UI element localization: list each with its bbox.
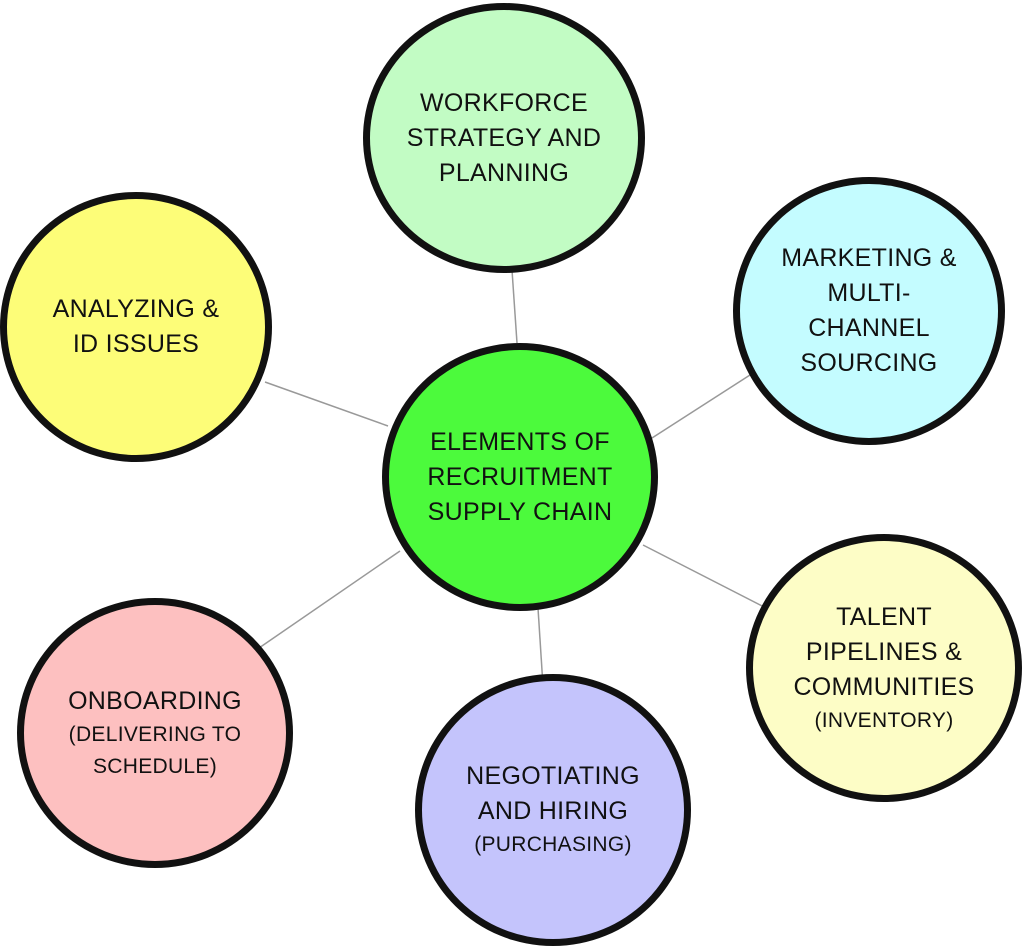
node-text-line: MARKETING & (781, 244, 957, 272)
connector-center-negotiating (537, 607, 544, 687)
connector-center-strategy (511, 269, 518, 344)
node-text-line: PLANNING (438, 158, 570, 187)
node-subtext: (INVENTORY) (814, 708, 954, 732)
node-text-line: ELEMENTS OF (430, 427, 610, 456)
node-text-line: ANALYZING & (52, 295, 220, 323)
node-marketing-sourcing-label: MARKETING & MULTI- CHANNEL SOURCING (781, 241, 957, 381)
node-onboarding: ONBOARDING (DELIVERING TO SCHEDULE) (17, 598, 293, 868)
connector-center-talent (642, 544, 771, 611)
node-center-label: ELEMENTS OF RECRUITMENT SUPPLY CHAIN (427, 425, 612, 530)
connector-center-marketing (651, 374, 751, 439)
node-analyzing-issues-label: ANALYZING & ID ISSUES (53, 292, 220, 362)
node-negotiating-hiring-label: NEGOTIATING AND HIRING (PURCHASING) (466, 759, 640, 861)
node-text-line: COMMUNITIES (793, 672, 975, 701)
node-text-line: ONBOARDING (68, 686, 242, 715)
node-subtext: SCHEDULE) (92, 754, 218, 778)
node-text-line: WORKFORCE (420, 88, 588, 117)
node-subtext: (DELIVERING TO (68, 722, 242, 746)
node-text-line: SUPPLY CHAIN (427, 497, 613, 526)
node-workforce-strategy: WORKFORCE STRATEGY AND PLANNING (363, 3, 645, 273)
node-text-line: STRATEGY AND (406, 123, 602, 152)
node-marketing-sourcing: MARKETING & MULTI- CHANNEL SOURCING (733, 177, 1005, 445)
node-text-line: NEGOTIATING (466, 762, 640, 790)
node-text-line: SOURCING (800, 349, 938, 377)
node-negotiating-hiring: NEGOTIATING AND HIRING (PURCHASING) (415, 674, 691, 946)
node-talent-pipelines-label: TALENT PIPELINES & COMMUNITIES (INVENTOR… (793, 600, 974, 737)
connector-center-analyzing (264, 381, 389, 427)
node-center-recruitment-supply-chain: ELEMENTS OF RECRUITMENT SUPPLY CHAIN (382, 343, 658, 611)
node-subtext: (PURCHASING) (474, 833, 632, 856)
node-text-line: MULTI- (827, 279, 911, 307)
node-text-line: TALENT (836, 602, 932, 631)
connector-center-onboarding (258, 550, 401, 649)
node-analyzing-issues: ANALYZING & ID ISSUES (0, 192, 272, 462)
node-text-line: RECRUITMENT (427, 462, 613, 491)
node-onboarding-label: ONBOARDING (DELIVERING TO SCHEDULE) (68, 684, 242, 783)
node-text-line: AND HIRING (477, 797, 629, 825)
node-text-line: CHANNEL (808, 314, 930, 342)
node-text-line: PIPELINES & (805, 637, 963, 666)
node-talent-pipelines: TALENT PIPELINES & COMMUNITIES (INVENTOR… (746, 534, 1022, 802)
node-text-line: ID ISSUES (72, 330, 200, 358)
node-workforce-strategy-label: WORKFORCE STRATEGY AND PLANNING (407, 86, 601, 191)
